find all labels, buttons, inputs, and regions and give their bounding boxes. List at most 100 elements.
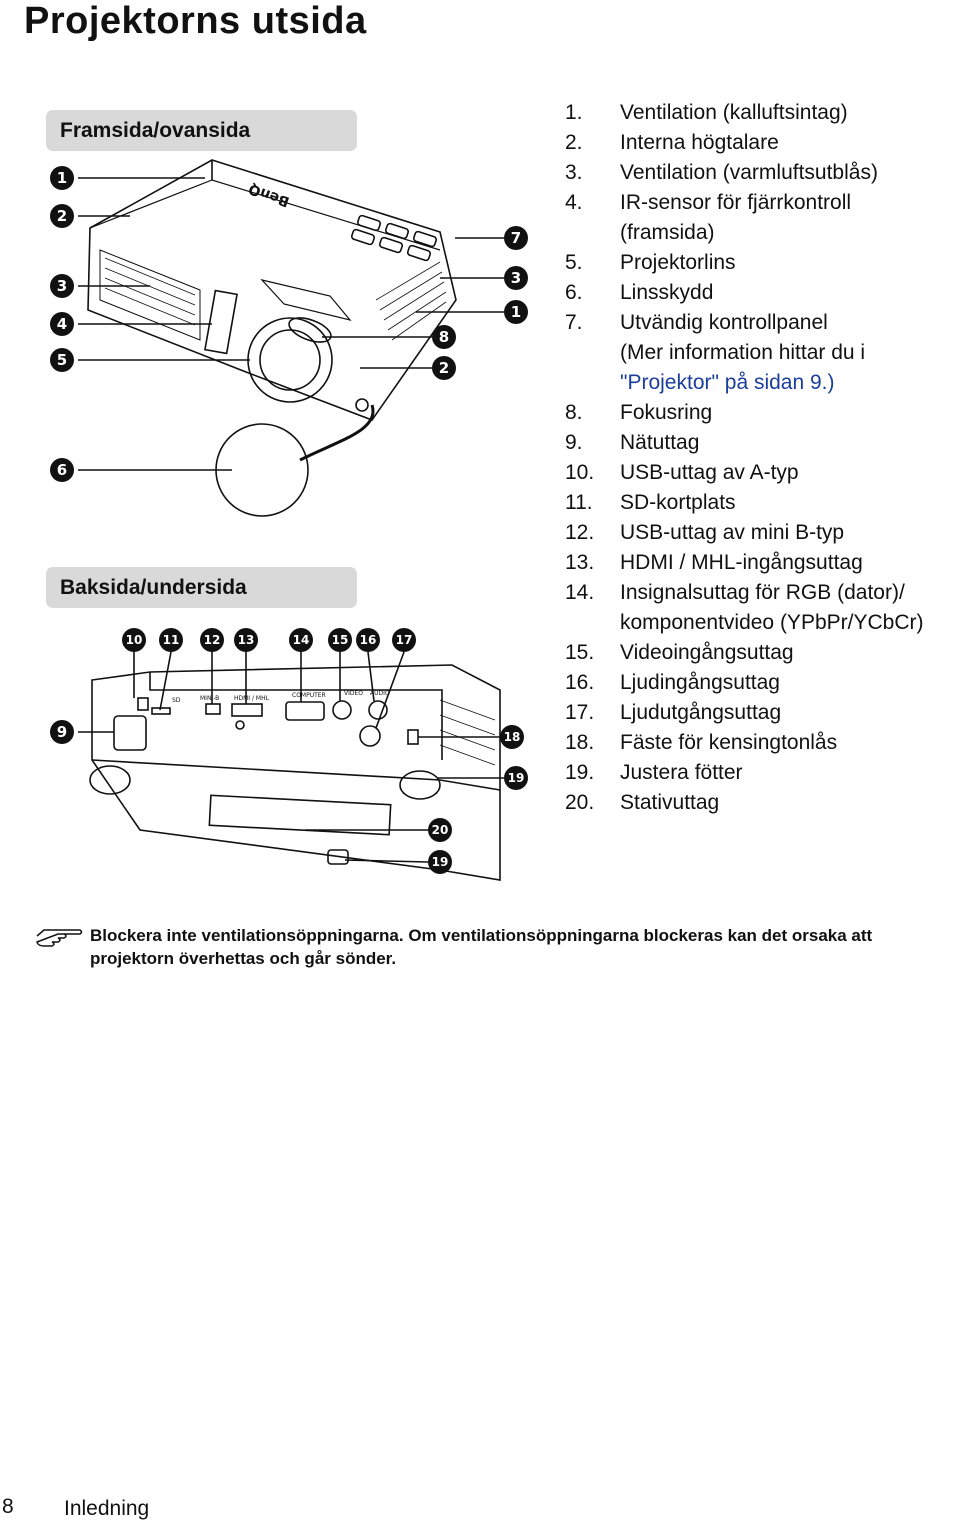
- list-item: 8. Fokusring: [565, 398, 957, 428]
- back-section-heading: Baksida/undersida: [46, 567, 357, 608]
- callout-4: 4: [50, 312, 74, 336]
- list-item-text: Ventilation (varmluftsutblås): [620, 161, 878, 184]
- list-item-text: USB-uttag av mini B-typ: [620, 521, 845, 544]
- callout-7: 7: [504, 226, 528, 250]
- page-reference-link[interactable]: "Projektor" på sidan 9.): [620, 371, 835, 394]
- list-item: 3. Ventilation (varmluftsutblås): [565, 158, 957, 188]
- list-item: 19. Justera fötter: [565, 758, 957, 788]
- list-item-text: Interna högtalare: [620, 131, 779, 154]
- brand-logo: BenQ: [246, 180, 291, 209]
- callout-11: 11: [159, 628, 183, 652]
- list-item-number: [565, 608, 620, 638]
- list-item: 9. Nätuttag: [565, 428, 957, 458]
- list-item-text: Justera fötter: [620, 761, 743, 784]
- callout-17: 17: [392, 628, 416, 652]
- list-item: 16.Ljudingångsuttag: [565, 668, 957, 698]
- callout-2-right: 2: [432, 356, 456, 380]
- list-item-text: (framsida): [620, 221, 715, 244]
- list-item: komponentvideo (YPbPr/YCbCr): [565, 608, 957, 638]
- list-item-number: 17.: [565, 701, 595, 724]
- list-item: 7.Utvändig kontrollpanel: [565, 308, 957, 338]
- list-item-number: 20.: [565, 791, 595, 814]
- list-item-number: 3.: [565, 161, 583, 184]
- label-sd: SD: [172, 697, 181, 704]
- list-item-number: 6.: [565, 281, 583, 304]
- callout-19-bottom: 19: [428, 850, 452, 874]
- callout-3-right: 3: [504, 266, 528, 290]
- list-item: 10.USB-uttag av A-typ: [565, 458, 957, 488]
- list-item-text: Ventilation (kalluftsintag): [620, 101, 848, 124]
- list-item-number: 9.: [565, 431, 583, 454]
- list-item-text: Stativuttag: [620, 791, 720, 814]
- list-item-text: Fäste för kensingtonlås: [620, 731, 838, 754]
- list-item-number: [565, 218, 620, 248]
- list-item-text: Nätuttag: [620, 431, 700, 454]
- list-item: 6.Linsskydd: [565, 278, 957, 308]
- power-socket-outline: [113, 715, 147, 751]
- callout-1: 1: [50, 166, 74, 190]
- list-item-text: HDMI / MHL-ingångsuttag: [620, 551, 863, 574]
- list-item-number: 2.: [565, 131, 583, 154]
- label-mini-b: MINI-B: [200, 695, 219, 702]
- projector-back-body: [91, 664, 501, 881]
- list-item-text: Projektorlins: [620, 251, 736, 274]
- ventilation-note: Blockera inte ventilationsöppningarna. O…: [90, 926, 873, 968]
- callout-1-right: 1: [504, 300, 528, 324]
- callout-18: 18: [500, 725, 524, 749]
- list-item-number: 15.: [565, 641, 595, 664]
- callout-15: 15: [328, 628, 352, 652]
- list-item-text: Fokusring: [620, 401, 713, 424]
- list-item-text: IR-sensor för fjärrkontroll: [620, 191, 852, 214]
- label-video: VIDEO: [344, 690, 363, 697]
- callout-19: 19: [504, 766, 528, 790]
- callout-13: 13: [234, 628, 258, 652]
- list-item: 11. SD-kortplats: [565, 488, 957, 518]
- list-item-text: komponentvideo (YPbPr/YCbCr): [620, 611, 924, 634]
- list-item-number: [565, 368, 620, 398]
- page-number: 8: [2, 1495, 14, 1518]
- list-item-number: 13.: [565, 551, 595, 574]
- list-item-text: Ljudutgångsuttag: [620, 701, 782, 724]
- projector-front-body: [87, 159, 457, 421]
- list-item-number: 7.: [565, 311, 583, 334]
- list-item-number: 18.: [565, 731, 595, 754]
- front-section-heading: Framsida/ovansida: [46, 110, 357, 151]
- callout-3: 3: [50, 274, 74, 298]
- list-item-text: SD-kortplats: [620, 491, 736, 514]
- list-item-number: 12.: [565, 521, 595, 544]
- callout-8: 8: [432, 325, 456, 349]
- callout-6: 6: [50, 458, 74, 482]
- list-item-number: 19.: [565, 761, 595, 784]
- footer-section: Inledning: [64, 1497, 150, 1520]
- list-item-text: Insignalsuttag för RGB (dator)/: [620, 581, 905, 604]
- label-audio: AUDIO: [370, 690, 390, 697]
- callout-20: 20: [428, 818, 452, 842]
- list-item-text: USB-uttag av A-typ: [620, 461, 799, 484]
- label-hdmi: HDMI / MHL: [234, 695, 270, 702]
- list-item-number: 4.: [565, 191, 583, 214]
- list-item-number: [565, 338, 620, 368]
- label-computer: COMPUTER: [292, 692, 326, 699]
- projector-diagram: BenQ SD MINI-B HDMI / MHL COMPUTER VIDEO…: [78, 159, 504, 881]
- callout-16: 16: [356, 628, 380, 652]
- list-item: 5.Projektorlins: [565, 248, 957, 278]
- callout-12: 12: [200, 628, 224, 652]
- list-item: 2. Interna högtalare: [565, 128, 957, 158]
- callout-14: 14: [289, 628, 313, 652]
- list-item: 18. Fäste för kensingtonlås: [565, 728, 957, 758]
- list-item: 12. USB-uttag av mini B-typ: [565, 518, 957, 548]
- list-item: 20. Stativuttag: [565, 788, 957, 818]
- list-item-text: Videoingångsuttag: [620, 641, 794, 664]
- list-item: 15. Videoingångsuttag: [565, 638, 957, 668]
- list-item: (Mer information hittar du i: [565, 338, 957, 368]
- callout-5: 5: [50, 348, 74, 372]
- list-item-text: (Mer information hittar du i: [620, 341, 866, 364]
- list-item: 4. IR-sensor för fjärrkontroll: [565, 188, 957, 218]
- list-item: 1.Ventilation (kalluftsintag): [565, 98, 957, 128]
- list-item: 14.Insignalsuttag för RGB (dator)/: [565, 578, 957, 608]
- list-item-number: 16.: [565, 671, 595, 694]
- list-item-number: 8.: [565, 401, 583, 424]
- callout-10: 10: [122, 628, 146, 652]
- list-item-number: 11.: [565, 491, 593, 514]
- list-item: (framsida): [565, 218, 957, 248]
